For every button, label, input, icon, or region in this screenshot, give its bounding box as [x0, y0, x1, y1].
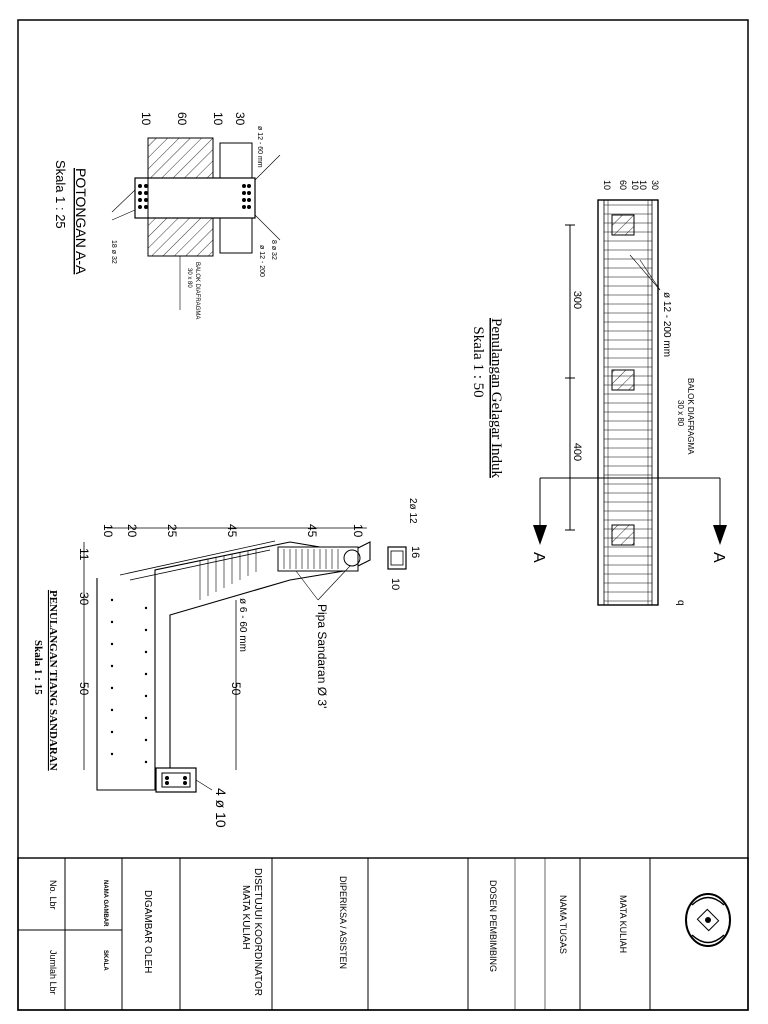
section-mark-left: A — [530, 552, 547, 563]
svg-text:25: 25 — [165, 524, 179, 538]
svg-text:10: 10 — [602, 180, 612, 190]
tb-dosen: DOSEN PEMBIMBING — [488, 880, 498, 972]
diaphragm-block — [611, 369, 635, 391]
railing-dim-right: 50 — [229, 682, 243, 696]
railing-dims-left: 10 20 25 45 45 10 — [101, 524, 367, 538]
railing-pipe-label: Pipa Sandaran Ø 3' — [315, 604, 329, 708]
railing-stirrup: ø 6 - 60 mm — [237, 598, 248, 652]
svg-text:20: 20 — [125, 524, 139, 538]
dim-400: 400 — [571, 443, 583, 461]
tb-disetujui-1: DISETUJUI KOORDINATOR — [252, 868, 263, 996]
railing-bottom-rebar: 4 ø 10 — [213, 788, 229, 828]
section-scale: Skala 1 : 25 — [53, 160, 68, 229]
svg-text:10: 10 — [630, 180, 640, 190]
section-rebar-bot: 18 ø 32 — [110, 240, 117, 264]
tb-diperiksa: DIPERIKSA / ASISTEN — [338, 876, 348, 969]
tb-mata-kuliah: MATA KULIAH — [618, 895, 628, 953]
section-diaphragm: BALOK DIAFRAGMA — [194, 262, 200, 319]
railing-title: PENULANGAN TIANG SANDARAN — [47, 590, 59, 771]
girder-scale: Skala 1 : 50 — [470, 326, 486, 397]
pipe-circle — [343, 549, 361, 567]
girder-top-dims: 30 10 10 60 10 — [602, 180, 660, 190]
diaphragm-block — [611, 524, 635, 546]
tb-nama-gambar: NAMA GAMBAR — [102, 880, 108, 927]
diaphragm-block — [611, 214, 635, 236]
dim-300: 300 — [571, 291, 583, 309]
section-aa — [111, 137, 281, 310]
section-arrow — [533, 525, 547, 545]
svg-text:11: 11 — [77, 548, 91, 561]
diaphragm-size: 30 x 80 — [676, 400, 685, 427]
section-dims: 10 60 10 30 — [139, 112, 247, 126]
svg-text:45: 45 — [305, 524, 319, 538]
railing-dims-bottom: 11 30 50 — [77, 542, 91, 770]
railing-top-dim2: 10 — [389, 578, 401, 590]
diaphragm-label: BALOK DIAFRAGMA — [686, 378, 695, 455]
end-mark: q — [675, 600, 686, 606]
svg-text:60: 60 — [175, 112, 189, 126]
girder-elevation: 300 400 30 10 10 60 10 ø 12 - 200 mm BAL… — [530, 180, 727, 606]
svg-text:10: 10 — [211, 112, 225, 126]
section-diaphragm-size: 30 x 80 — [186, 268, 192, 288]
tb-disetujui-2: MATA KULIAH — [240, 885, 251, 950]
svg-text:60: 60 — [618, 180, 628, 190]
university-logo — [685, 893, 731, 947]
sheet-border — [17, 19, 749, 1011]
section-title: POTONGAN A-A — [73, 168, 89, 275]
svg-text:30: 30 — [233, 112, 247, 126]
tb-skala: SKALA — [102, 950, 108, 971]
girder-title: Penulangan Gelagar Induk — [488, 318, 504, 478]
railing-scale: Skala 1 : 15 — [32, 640, 44, 695]
railing-post — [96, 540, 407, 793]
tb-digambar: DIGAMBAR OLEH — [142, 890, 153, 973]
railing-top-dim: 16 — [409, 546, 421, 558]
tb-no-lbr: No. Lbr — [48, 880, 58, 910]
svg-text:10: 10 — [351, 524, 365, 538]
title-block — [17, 857, 749, 1011]
section-rebar-mid: 8 ø 32 — [270, 240, 277, 260]
section-rebar-top: ø 12 - 60 mm — [256, 126, 263, 168]
svg-text:10: 10 — [101, 524, 115, 538]
svg-text:30: 30 — [650, 180, 660, 190]
section-rebar-mid2: ø 12 - 200 — [258, 245, 265, 277]
svg-text:30: 30 — [77, 592, 91, 606]
section-mark-right: A — [710, 552, 727, 563]
tb-jumlah-lbr: Jumlah Lbr — [48, 950, 58, 995]
svg-text:50: 50 — [77, 682, 91, 696]
section-arrow — [713, 525, 727, 545]
tb-nama-tugas: NAMA TUGAS — [558, 895, 568, 954]
svg-text:10: 10 — [139, 112, 153, 126]
girder-rebar-label: ø 12 - 200 mm — [661, 292, 672, 357]
svg-text:10: 10 — [638, 180, 648, 190]
svg-text:45: 45 — [225, 524, 239, 538]
railing-top-rebar: 2ø 12 — [407, 498, 418, 524]
